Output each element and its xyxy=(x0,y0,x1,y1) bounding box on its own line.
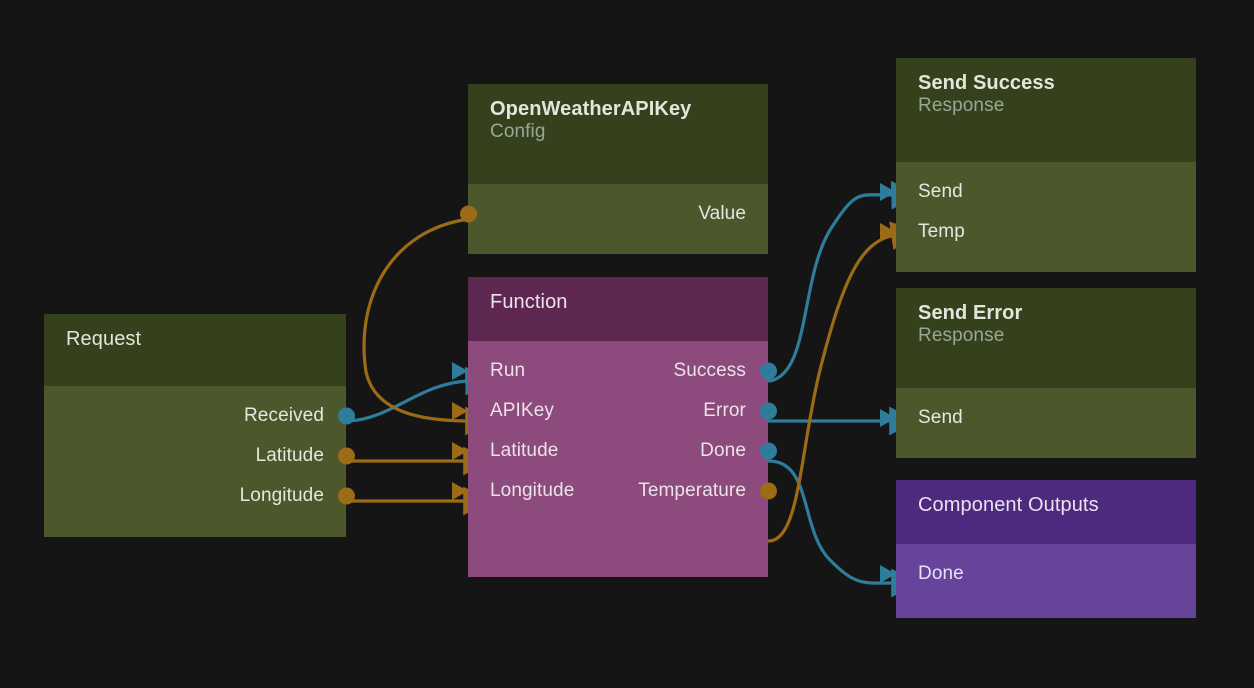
port-label: Latitude xyxy=(490,440,559,461)
port-dot-icon[interactable] xyxy=(759,482,777,500)
node-title: Send Success xyxy=(918,72,1055,94)
port-dot-icon[interactable] xyxy=(759,362,777,380)
port-dot-icon[interactable] xyxy=(459,205,477,223)
port-input-temp[interactable]: Temp xyxy=(880,212,1196,252)
edge-temperature-to-temp[interactable] xyxy=(767,221,920,543)
port-label: Temp xyxy=(918,221,965,242)
port-output-value[interactable]: Value xyxy=(459,194,768,234)
node-body-openweather-api-key: Value xyxy=(459,184,768,254)
port-output-error[interactable]: Error xyxy=(468,391,777,431)
port-label: Send xyxy=(918,181,963,202)
port-dot-icon[interactable] xyxy=(337,447,355,465)
port-arrow-icon[interactable] xyxy=(880,223,896,241)
port-output-done[interactable]: Done xyxy=(468,431,777,471)
node-title: OpenWeatherAPIKey xyxy=(490,98,692,120)
port-label: Longitude xyxy=(490,480,575,501)
port-dot-icon[interactable] xyxy=(337,407,355,425)
node-title: Send Error xyxy=(918,302,1023,324)
port-arrow-icon[interactable] xyxy=(452,402,468,420)
edge-done-to-done[interactable] xyxy=(767,459,920,598)
port-label: Success xyxy=(673,360,746,381)
port-label: APIKey xyxy=(490,400,554,421)
node-subtitle: Response xyxy=(918,324,1005,346)
node-body-component-outputs: Done xyxy=(880,544,1196,618)
port-label: Run xyxy=(490,360,526,381)
port-label: Latitude xyxy=(255,445,324,466)
port-label: Value xyxy=(698,203,746,224)
port-input-send[interactable]: Send xyxy=(880,398,1196,438)
port-input-done[interactable]: Done xyxy=(880,554,1196,594)
port-label: Longitude xyxy=(239,485,324,506)
node-body-send-error: Send xyxy=(880,388,1196,458)
port-label: Send xyxy=(918,407,963,428)
node-title: Request xyxy=(66,328,142,350)
port-arrow-icon[interactable] xyxy=(880,183,896,201)
port-label: Temperature xyxy=(638,480,746,501)
port-label: Received xyxy=(243,405,324,426)
edge-success-to-send[interactable] xyxy=(767,180,920,383)
port-label: Error xyxy=(703,400,746,421)
node-subtitle: Response xyxy=(918,94,1005,116)
node-header-function[interactable]: Function xyxy=(468,277,768,341)
port-dot-icon[interactable] xyxy=(759,402,777,420)
node-title: Component Outputs xyxy=(918,494,1099,516)
port-output-latitude[interactable]: Latitude xyxy=(44,436,355,476)
node-title: Function xyxy=(490,291,568,313)
port-dot-icon[interactable] xyxy=(337,487,355,505)
port-output-received[interactable]: Received xyxy=(44,396,355,436)
edge-value-to-apikey[interactable] xyxy=(362,217,494,436)
port-output-temperature[interactable]: Temperature xyxy=(468,471,777,511)
port-label: Done xyxy=(700,440,746,461)
port-dot-icon[interactable] xyxy=(759,442,777,460)
port-label: Done xyxy=(918,563,964,584)
node-header-request[interactable]: Request xyxy=(44,314,346,386)
node-subtitle: Config xyxy=(490,120,546,142)
port-arrow-icon[interactable] xyxy=(452,482,468,500)
port-arrow-icon[interactable] xyxy=(452,362,468,380)
port-input-send[interactable]: Send xyxy=(880,172,1196,212)
port-arrow-icon[interactable] xyxy=(452,442,468,460)
port-output-success[interactable]: Success xyxy=(468,351,777,391)
port-arrow-icon[interactable] xyxy=(880,409,896,427)
port-arrow-icon[interactable] xyxy=(880,565,896,583)
port-output-longitude[interactable]: Longitude xyxy=(44,476,355,516)
node-header-component-outputs[interactable]: Component Outputs xyxy=(896,480,1196,544)
